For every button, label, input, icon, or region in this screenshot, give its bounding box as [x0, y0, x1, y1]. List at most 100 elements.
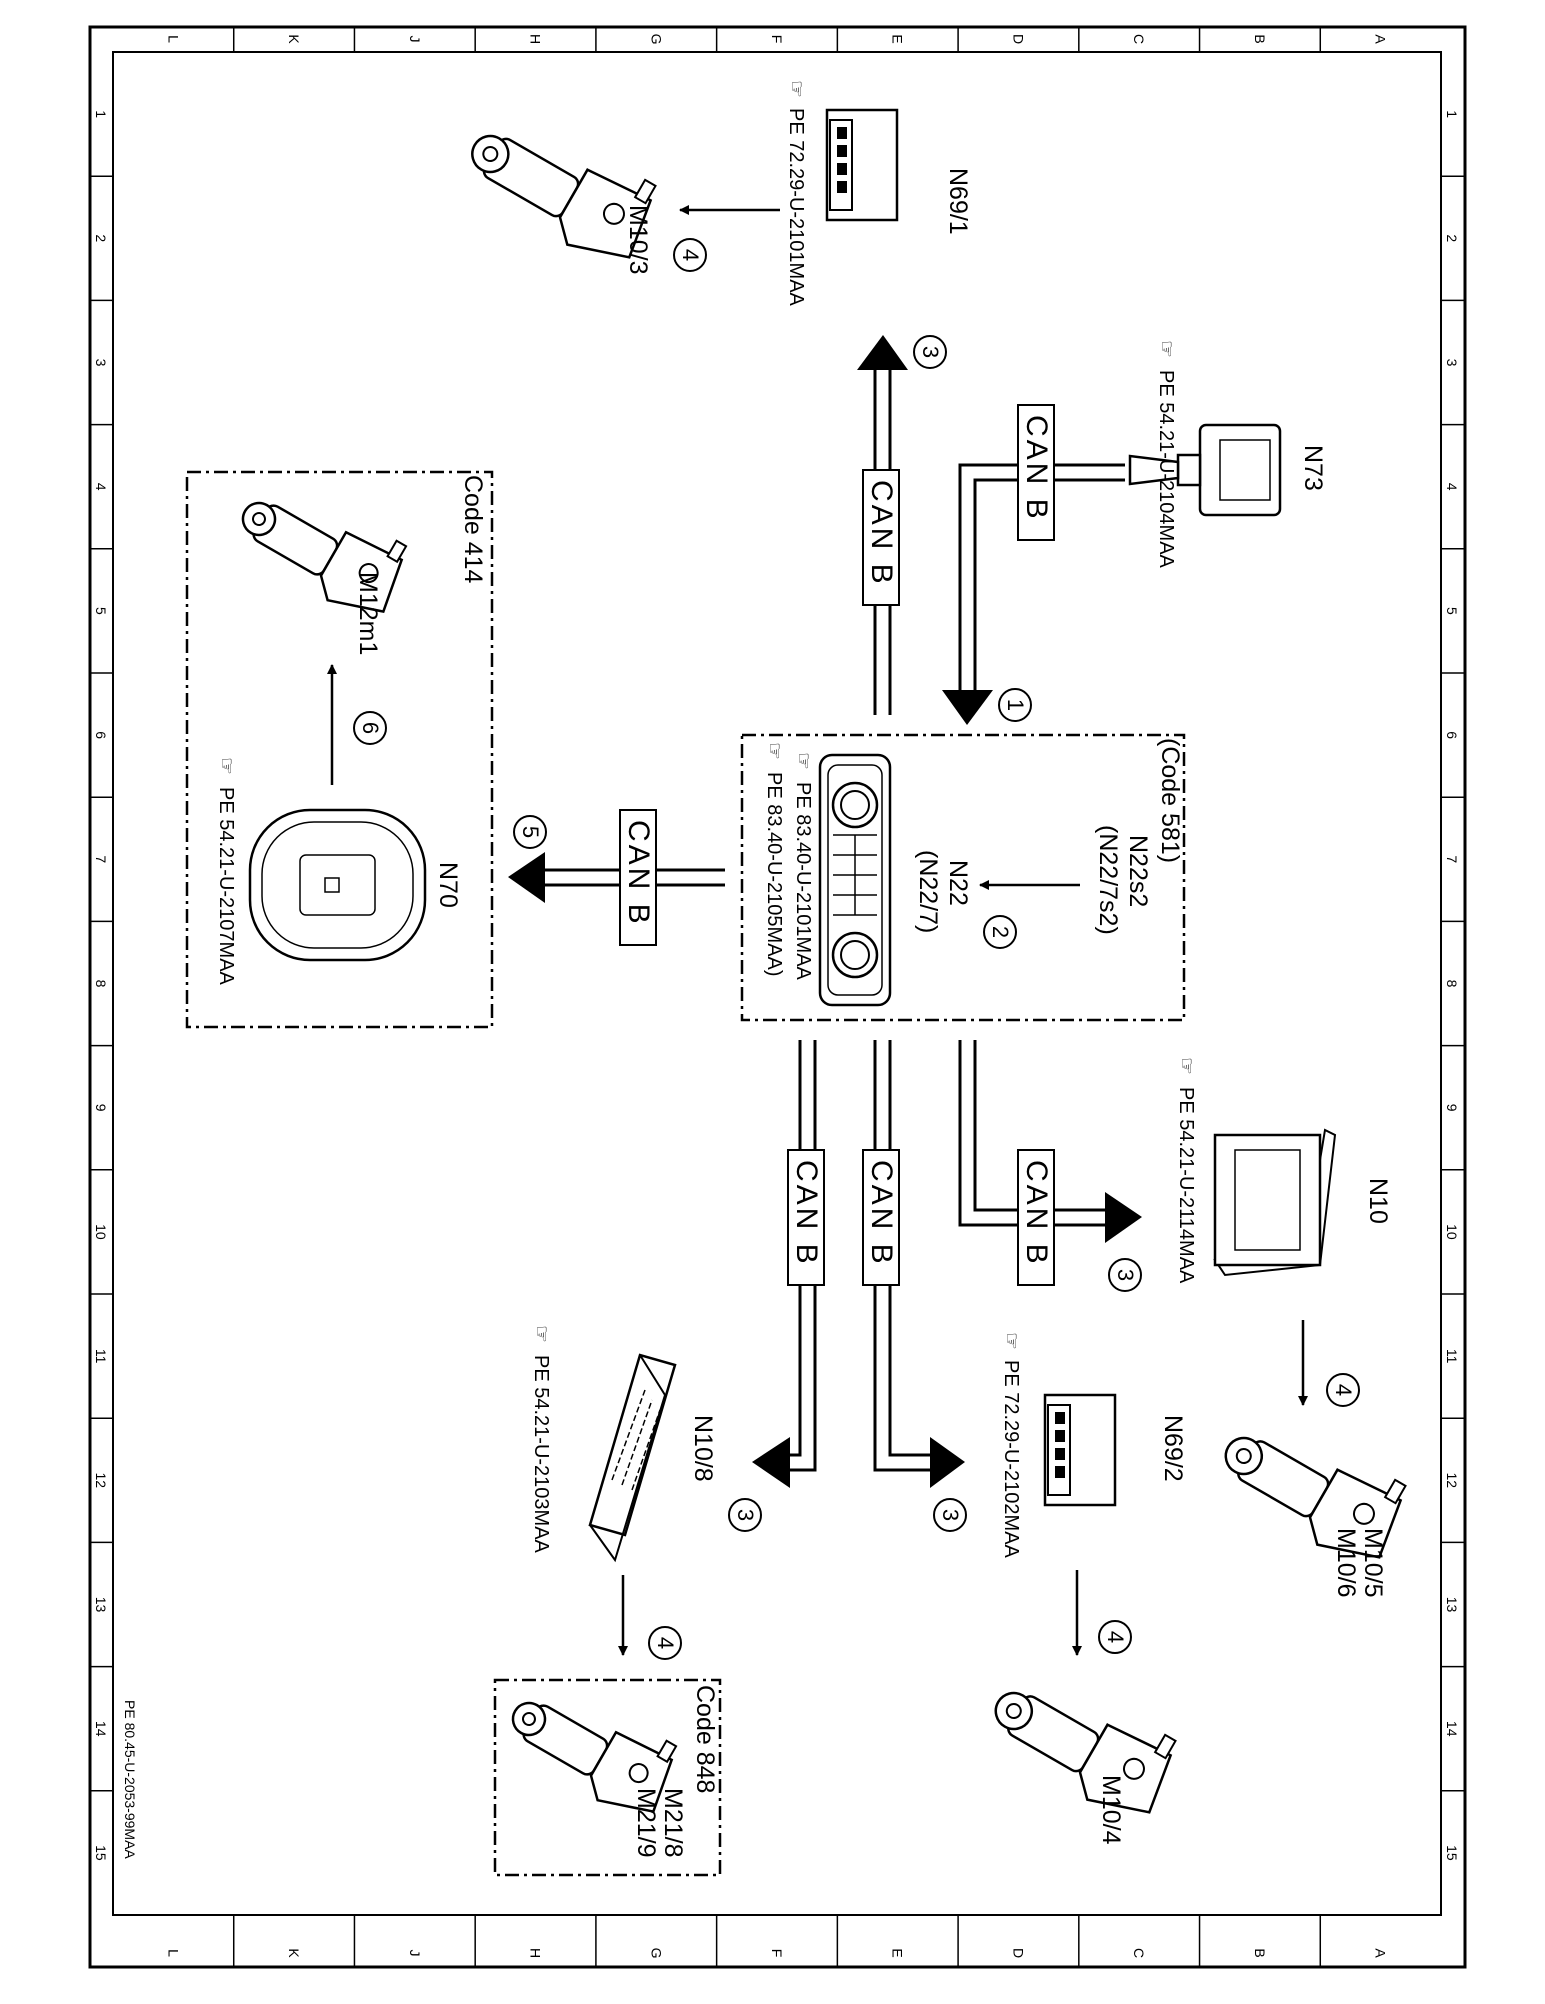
can-bus-n22-to-n10: [958, 1040, 1110, 1227]
grid-row-label: 5: [1444, 607, 1460, 615]
n10-module: [1213, 1128, 1337, 1277]
grid-row-label: 6: [1444, 731, 1460, 739]
step-3-badge: 3: [933, 1498, 967, 1532]
step-4-badge: 4: [1326, 1373, 1360, 1407]
grid-column-label: L: [165, 1949, 181, 1957]
grid-row-label: 9: [93, 1104, 109, 1112]
grid-row-label: 13: [93, 1597, 109, 1613]
m10-3-label: M10/3: [624, 205, 652, 274]
svg-text:5: 5: [518, 826, 543, 838]
pointer-icon: ☞: [215, 757, 237, 775]
can-b-label: CAN B: [862, 1149, 900, 1286]
n69-1-label: N69/1: [944, 168, 972, 235]
n69-2-ref: PE 72.29-U-2102MAA: [1000, 1360, 1022, 1559]
grid-row-label: 5: [93, 607, 109, 615]
can-b-label: CAN B: [619, 809, 657, 946]
svg-text:CAN B: CAN B: [790, 1160, 823, 1267]
grid-row-label: 3: [93, 359, 109, 367]
arrow-head-3: [857, 335, 908, 370]
grid-row-label: 8: [1444, 980, 1460, 988]
grid-column-label: G: [648, 34, 664, 45]
grid-column-label: H: [528, 1948, 544, 1958]
grid-row-label: 2: [93, 234, 109, 242]
pointer-icon: ☞: [1175, 1057, 1197, 1075]
step-4-badge: 4: [648, 1626, 682, 1660]
code-581-box: [740, 733, 1186, 1022]
can-b-label: CAN B: [787, 1149, 825, 1286]
step-4-badge: 4: [673, 238, 707, 272]
step-4-badge: 4: [1098, 1620, 1132, 1654]
inner-border: [112, 51, 1442, 1916]
outer-border: [88, 25, 1467, 1969]
m21-8-label: M21/8: [659, 1788, 687, 1857]
grid-column-label: A: [1373, 34, 1389, 44]
arrow-head-3: [752, 1437, 790, 1488]
grid-row-label: 14: [1444, 1721, 1460, 1737]
n10-ref: PE 54.21-U-2114MAA: [1175, 1087, 1197, 1284]
svg-text:4: 4: [678, 249, 703, 261]
m21-9-label: M21/9: [632, 1788, 660, 1857]
n69-2-module: [1043, 1393, 1117, 1507]
grid-row-label: 6: [93, 731, 109, 739]
grid-column-label: E: [890, 1948, 906, 1957]
m12m1-label: M12m1: [354, 572, 382, 655]
grid-row-label: 15: [93, 1845, 109, 1861]
n22-7s2-label: (N22/7s2): [1094, 825, 1122, 935]
grid-row-label: 15: [1444, 1845, 1460, 1861]
grid-row-label: 3: [1444, 359, 1460, 367]
n22-ref-1: PE 83.40-U-2101MAA: [792, 782, 814, 981]
svg-text:1: 1: [1003, 699, 1028, 711]
n22-label: N22: [944, 860, 972, 906]
grid-column-label: D: [1010, 34, 1026, 44]
arrow-head-3: [930, 1437, 965, 1488]
n70-label: N70: [434, 862, 462, 908]
grid-row-label: 12: [1444, 1473, 1460, 1489]
grid-row-label: 14: [93, 1721, 109, 1737]
grid-column-label: J: [407, 1950, 423, 1957]
svg-text:4: 4: [653, 1637, 678, 1649]
n69-1-ref: PE 72.29-U-2101MAA: [785, 108, 807, 307]
step-2-badge: 2: [983, 915, 1017, 949]
grid-column-label: L: [165, 35, 181, 43]
document-id: PE 80.45-U-2053-99MAA: [122, 1700, 138, 1859]
m12m1-motor: [241, 501, 408, 614]
m10-4-label: M10/4: [1097, 1775, 1125, 1845]
svg-text:CAN B: CAN B: [1020, 1160, 1053, 1267]
svg-text:6: 6: [358, 722, 383, 734]
step-3-badge: 3: [913, 335, 947, 369]
grid-ticks: [90, 27, 1465, 1967]
arrow-head-3: [1105, 1192, 1142, 1243]
n73-ref: PE 54.21-U-2104MAA: [1155, 370, 1177, 569]
step-5-badge: 5: [513, 815, 547, 849]
grid-row-label: 4: [1444, 483, 1460, 491]
svg-text:3: 3: [1113, 1269, 1138, 1281]
svg-text:2: 2: [988, 926, 1013, 938]
arrow-head-5: [508, 852, 545, 903]
grid-row-label: 11: [1444, 1349, 1460, 1364]
code-848-box: [493, 1678, 722, 1877]
n10-8-ref: PE 54.21-U-2103MAA: [530, 1355, 552, 1554]
svg-text:3: 3: [733, 1509, 758, 1521]
grid-column-label: F: [769, 35, 785, 44]
arrow-head-1: [942, 690, 993, 725]
m10-6-label: M10/6: [1332, 1528, 1360, 1597]
svg-text:CAN B: CAN B: [1020, 415, 1053, 522]
grid-column-label: B: [1252, 1948, 1268, 1957]
grid-row-label: 9: [1444, 1104, 1460, 1112]
grid-row-label: 4: [93, 483, 109, 491]
pointer-icon: ☞: [763, 742, 785, 760]
n69-1-module: [825, 108, 899, 222]
pointer-icon: ☞: [792, 752, 814, 770]
svg-text:4: 4: [1331, 1384, 1356, 1396]
m10-3-motor: [471, 134, 657, 259]
grid-row-label: 10: [93, 1224, 109, 1240]
pointer-icon: ☞: [530, 1325, 552, 1343]
grid-column-label: D: [1010, 1948, 1026, 1958]
grid-column-label: A: [1373, 1948, 1389, 1958]
pointer-icon: ☞: [1155, 340, 1177, 358]
n22-control-panel: [818, 753, 892, 1007]
code-414-box: [185, 470, 494, 1029]
can-b-label: CAN B: [862, 469, 900, 606]
svg-text:4: 4: [1103, 1631, 1128, 1643]
